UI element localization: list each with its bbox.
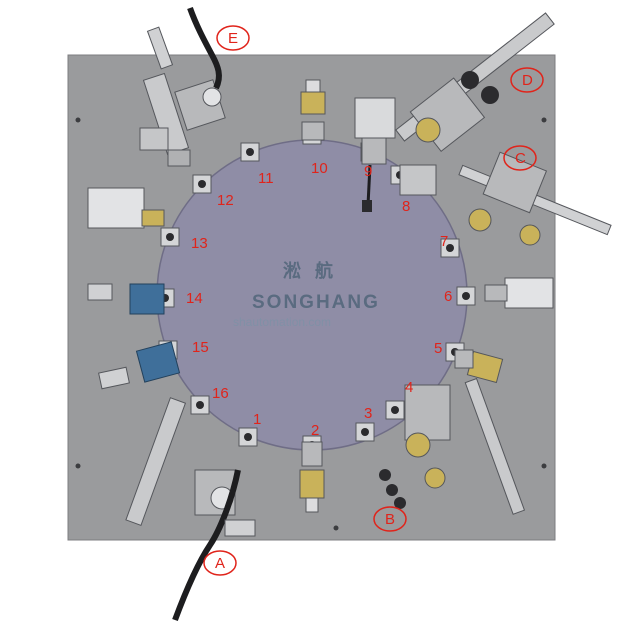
station-fixture-1	[238, 427, 258, 447]
station-label-8: 8	[402, 198, 410, 215]
station-fixture-13	[160, 227, 180, 247]
callout-d: D	[510, 67, 544, 93]
station-13-device	[87, 187, 165, 229]
station-a-assembly	[125, 397, 256, 622]
station-fixture-3	[355, 422, 375, 442]
station-label-9: 9	[364, 163, 372, 180]
station-d-assembly	[395, 12, 555, 196]
station-label-16: 16	[212, 385, 229, 402]
brand-chinese: 淞航	[283, 260, 347, 282]
station-2-device	[299, 441, 325, 513]
station-label-5: 5	[434, 340, 442, 357]
plate-bolt-holes	[75, 117, 547, 531]
station-9-device	[354, 97, 396, 212]
station-label-12: 12	[217, 192, 234, 209]
peripheral-machinery	[87, 7, 612, 622]
station-label-14: 14	[186, 290, 203, 307]
station-c-assembly	[458, 151, 612, 246]
station-fixture-4	[385, 400, 405, 420]
station-label-3: 3	[364, 405, 372, 422]
callout-e: E	[216, 25, 250, 51]
callout-c: C	[503, 145, 537, 171]
station-label-6: 6	[444, 288, 452, 305]
station-14-blue-module	[129, 283, 165, 315]
station-label-2: 2	[311, 422, 319, 439]
station-label-1: 1	[253, 411, 261, 428]
station-fixture-12	[192, 174, 212, 194]
station-label-10: 10	[311, 160, 328, 177]
callout-letter-a: A	[215, 555, 225, 572]
callout-letter-d: D	[522, 72, 533, 89]
station-5-device	[454, 349, 504, 384]
station-fixture-16	[190, 395, 210, 415]
station-label-15: 15	[192, 339, 209, 356]
callout-a: A	[203, 550, 237, 576]
station-fixture-7	[440, 238, 460, 258]
callout-letter-b: B	[385, 511, 395, 528]
station-label-11: 11	[258, 170, 274, 187]
station-14-bracket	[87, 283, 113, 301]
station-e-assembly	[139, 7, 226, 167]
callout-labels: A B C D E	[203, 25, 544, 576]
station-15-blue-module	[135, 341, 181, 383]
station-10-device	[300, 79, 326, 141]
station-label-7: 7	[440, 233, 448, 250]
brand-url: shautomation.com	[233, 315, 331, 329]
station-label-4: 4	[405, 379, 413, 396]
station-fixture-11	[240, 142, 260, 162]
station-15-bracket	[98, 366, 130, 390]
station-b-assembly	[379, 377, 526, 515]
callout-letter-e: E	[228, 30, 238, 47]
callout-b: B	[373, 506, 407, 532]
callout-letter-c: C	[515, 150, 526, 167]
station-fixture-6	[456, 286, 476, 306]
brand-english: SONGHANG	[252, 292, 380, 313]
station-label-13: 13	[191, 235, 208, 252]
station-6-device	[484, 277, 554, 309]
